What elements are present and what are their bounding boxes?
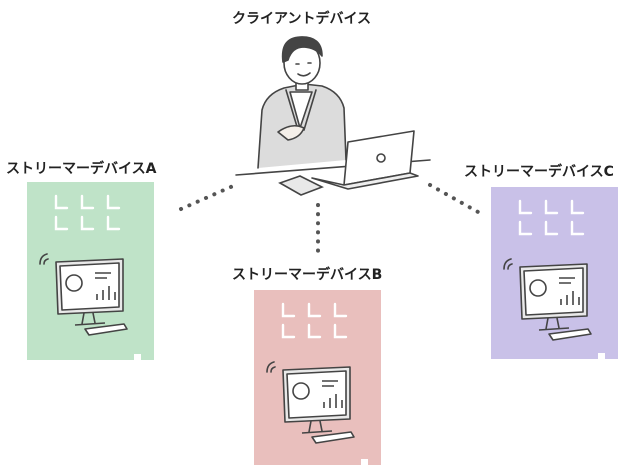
connection-lines	[179, 183, 480, 254]
laptop-icon	[311, 130, 419, 190]
streamer-c-label: ストリーマーデバイスC	[464, 164, 614, 180]
streamer-b-label: ストリーマーデバイスB	[232, 267, 383, 283]
smartphone-icon	[278, 175, 324, 196]
monitor-icon	[519, 263, 592, 341]
connector-a	[179, 184, 235, 211]
wifi-icon	[503, 258, 513, 270]
streamer-b-panel	[254, 290, 381, 465]
monitor-icon	[282, 366, 355, 444]
connector-c	[428, 183, 480, 214]
client-person-illustration	[235, 36, 431, 176]
streamer-a-panel	[27, 182, 154, 360]
client-device-label: クライアントデバイス	[232, 11, 372, 27]
streamer-c-panel	[491, 187, 618, 359]
monitor-icon	[55, 258, 128, 336]
streamer-a-label: ストリーマーデバイスA	[6, 161, 157, 177]
wifi-icon	[266, 361, 276, 373]
wifi-icon	[39, 253, 49, 265]
